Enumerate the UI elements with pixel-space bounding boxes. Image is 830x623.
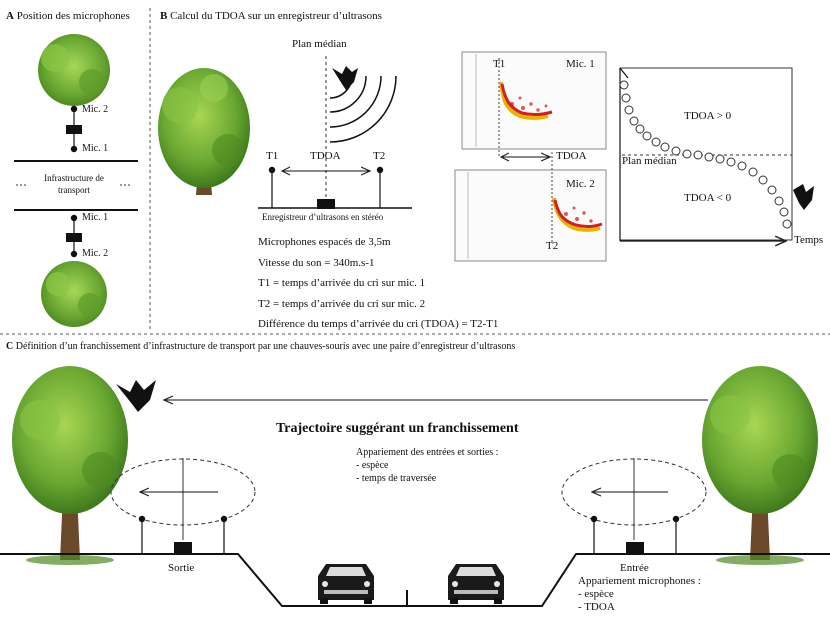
road-label: Infrastructure de transport [44, 173, 104, 195]
bat-icon [332, 66, 358, 90]
tree-left [12, 366, 128, 565]
mic-label-top-1: Mic. 2 [82, 104, 109, 115]
plot-x-axis-label: Temps [794, 234, 824, 246]
mic-label-bottom-1: Mic. 1 [82, 212, 109, 223]
trajectory-title: Trajectoire suggérant un franchissement [276, 421, 519, 436]
spectrogram-2-t-label: T2 [546, 240, 559, 252]
entree-label: Entrée [620, 562, 649, 574]
bush-bottom [41, 261, 107, 327]
info-line: Vitesse du son = 340m.s-1 [258, 256, 375, 269]
bat-icon-plot [793, 184, 814, 210]
pairing-title: Appariement des entrées et sorties : [356, 447, 499, 458]
mic-pairing-block: Appariement microphones : - espèce - TDO… [578, 575, 701, 614]
info-line: Différence du temps d’arrivée du cri (TD… [258, 318, 499, 331]
mic-pair-bottom [66, 214, 82, 258]
spectrogram-1-t-label: T1 [493, 58, 506, 70]
pairing-block: Appariement des entrées et sorties : - e… [356, 446, 498, 485]
info-list: Microphones espacés de 3,5m Vitesse du s… [258, 232, 498, 335]
tdoa-label: TDOA [310, 150, 341, 162]
bat-icon-crossing [116, 380, 156, 412]
mic-pairing-item: - TDOA [578, 601, 615, 613]
panel-a-title: Position des microphones [16, 10, 130, 22]
spectrogram-2-mic-label: Mic. 2 [566, 178, 595, 190]
spectrogram-tdoa-label: TDOA [556, 150, 587, 162]
tdoa-positive-label: TDOA > 0 [684, 110, 732, 122]
mic-pairing-title: Appariement microphones : [578, 575, 701, 587]
info-line: Microphones espacés de 3,5m [258, 236, 391, 248]
panel-c-heading: C Définition d’un franchissement d’infra… [6, 341, 515, 352]
pairing-item: - espèce [356, 460, 389, 471]
panel-a-heading: A Position des microphones [6, 10, 130, 22]
tree-panel-b [158, 68, 250, 195]
mic-label-bottom-2: Mic. 2 [82, 248, 109, 259]
mic-label-top-2: Mic. 1 [82, 143, 109, 154]
sortie-label: Sortie [168, 562, 195, 574]
pairing-item: - temps de traversée [356, 473, 437, 484]
panel-b-heading: B Calcul du TDOA sur un enregistreur d’u… [160, 10, 382, 22]
tree-right [702, 366, 818, 565]
panel-b-letter: B [160, 10, 168, 22]
recorder-setup [258, 56, 412, 209]
t1-label: T1 [266, 150, 279, 162]
spectrogram-1-mic-label: Mic. 1 [566, 58, 595, 70]
plan-median-label: Plan médian [292, 38, 347, 50]
recorder-label: Enregistreur d’ultrasons en stéréo [262, 212, 384, 222]
t2-label: T2 [373, 150, 386, 162]
panel-c-letter: C [6, 341, 14, 352]
tdoa-negative-label: TDOA < 0 [684, 192, 732, 204]
panel-b-title: Calcul du TDOA sur un enregistreur d’ult… [170, 10, 382, 22]
panel-dividers [0, 8, 830, 335]
car-left-icon [318, 564, 374, 604]
mic-pairing-item: - espèce [578, 588, 614, 600]
car-right-icon [448, 564, 504, 604]
plot-plan-median-label: Plan médian [622, 155, 677, 167]
road-lines [14, 160, 138, 211]
spectrogram-mic-2 [454, 152, 607, 262]
info-line: T1 = temps d’arrivée du cri sur mic. 1 [258, 277, 426, 290]
recorder-left [110, 458, 256, 554]
info-line: T2 = temps d’arrivée du cri sur mic. 2 [258, 297, 426, 310]
recorder-right [561, 458, 707, 554]
ground-profile [0, 553, 830, 607]
panel-a-letter: A [6, 10, 14, 22]
spectrogram-mic-1 [461, 51, 607, 157]
tdoa-plot [619, 67, 814, 241]
sound-waves [329, 75, 397, 143]
panel-c-title: Définition d’un franchissement d’infrast… [15, 341, 516, 352]
bush-top [38, 34, 110, 106]
mic-pair-top [66, 105, 82, 153]
